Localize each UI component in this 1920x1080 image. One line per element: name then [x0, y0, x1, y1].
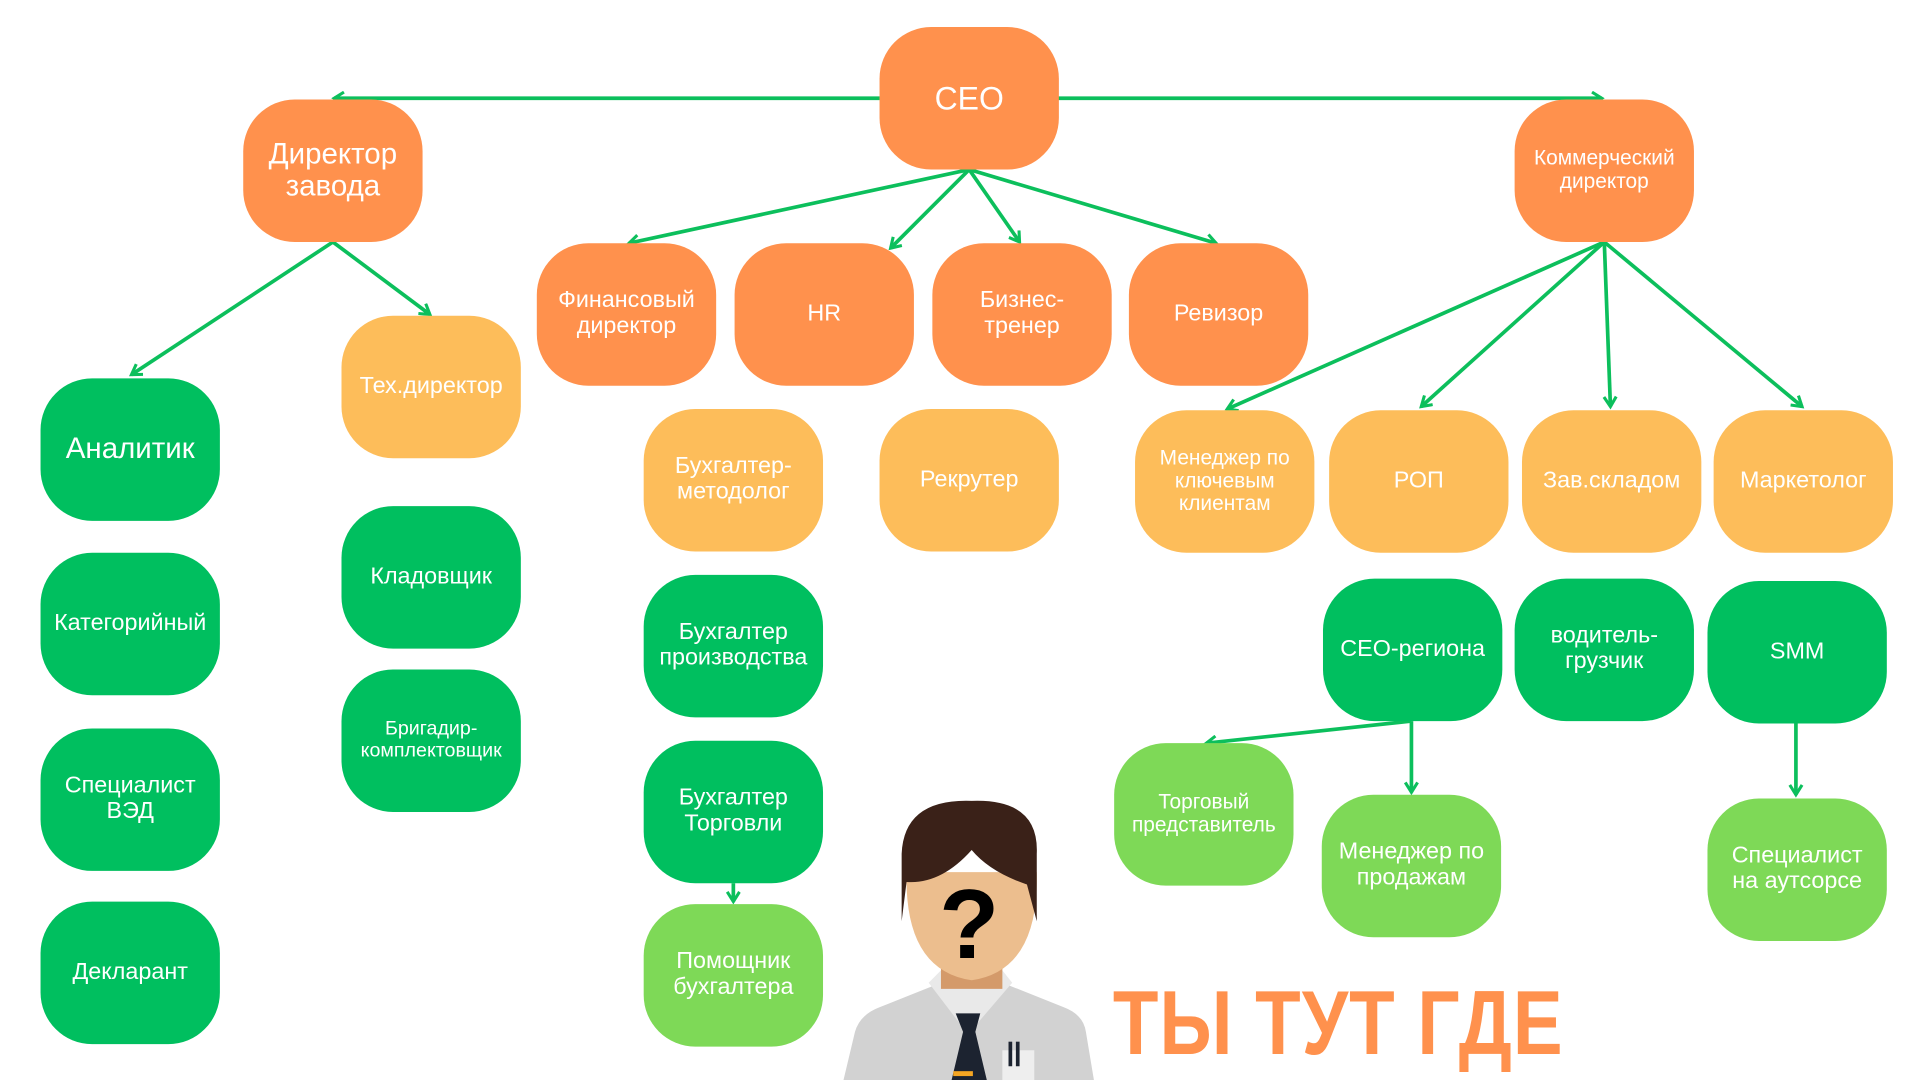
node-rop: РОП	[1329, 410, 1509, 553]
node-driver-loader: водитель- грузчик	[1514, 578, 1694, 722]
hierarchy-arrow	[967, 168, 1019, 242]
node-warehouse-head: Зав.складом	[1521, 410, 1702, 553]
node-analyst: Аналитик	[40, 378, 220, 521]
hierarchy-arrow	[1227, 240, 1606, 409]
node-foreman: Бригадир- комплектовщик	[341, 669, 521, 812]
hierarchy-arrow	[891, 168, 971, 249]
hierarchy-arrow	[1602, 241, 1610, 407]
node-fea-specialist: Специалист ВЭД	[40, 728, 220, 871]
node-outsource-specialist: Специалист на аутсорсе	[1707, 798, 1887, 941]
hierarchy-arrow	[331, 240, 430, 314]
node-accountant-methodologist: Бухгалтер- методолог	[643, 409, 824, 552]
node-production-accountant: Бухгалтер производства	[643, 574, 824, 718]
hierarchy-arrow	[629, 167, 970, 244]
hierarchy-arrow	[1603, 240, 1802, 407]
node-accountant-assistant: Помощник бухгалтера	[643, 904, 824, 1047]
node-finance-director: Финансовый директор	[536, 243, 717, 386]
node-commercial-director: Коммерческий директор	[1514, 99, 1694, 242]
hierarchy-arrow	[131, 240, 334, 375]
node-recruiter: Рекрутер	[879, 409, 1059, 552]
slogan-text: ТЫ ТУТ ГДЕ	[1112, 971, 1564, 1074]
node-business-trainer: Бизнес- тренер	[932, 243, 1112, 386]
node-category-manager: Категорийный	[40, 552, 220, 696]
node-sales-manager: Менеджер по продажам	[1321, 794, 1502, 938]
node-hr: HR	[734, 243, 914, 386]
hierarchy-arrow	[1421, 240, 1606, 407]
node-smm: SMM	[1707, 581, 1887, 724]
node-sales-rep: Торговый представитель	[1114, 743, 1294, 886]
node-key-account-manager: Менеджер по ключевым клиентам	[1135, 410, 1315, 553]
unknown-person-illustration: ?	[843, 800, 1094, 1080]
node-plant-director: Директор завода	[243, 99, 423, 242]
node-auditor: Ревизор	[1128, 243, 1309, 386]
hierarchy-arrow	[1206, 719, 1412, 743]
hierarchy-arrow	[968, 167, 1216, 244]
node-ceo: CEO	[879, 27, 1059, 170]
node-marketer: Маркетолог	[1713, 410, 1893, 553]
node-regional-ceo: СЕО-региона	[1322, 578, 1503, 722]
question-mark-icon: ?	[939, 869, 999, 979]
node-declarant: Декларант	[40, 901, 220, 1045]
node-tech-director: Тех.директор	[341, 315, 521, 459]
node-storekeeper: Кладовщик	[341, 506, 521, 649]
node-trade-accountant: Бухгалтер Торговли	[643, 740, 824, 884]
